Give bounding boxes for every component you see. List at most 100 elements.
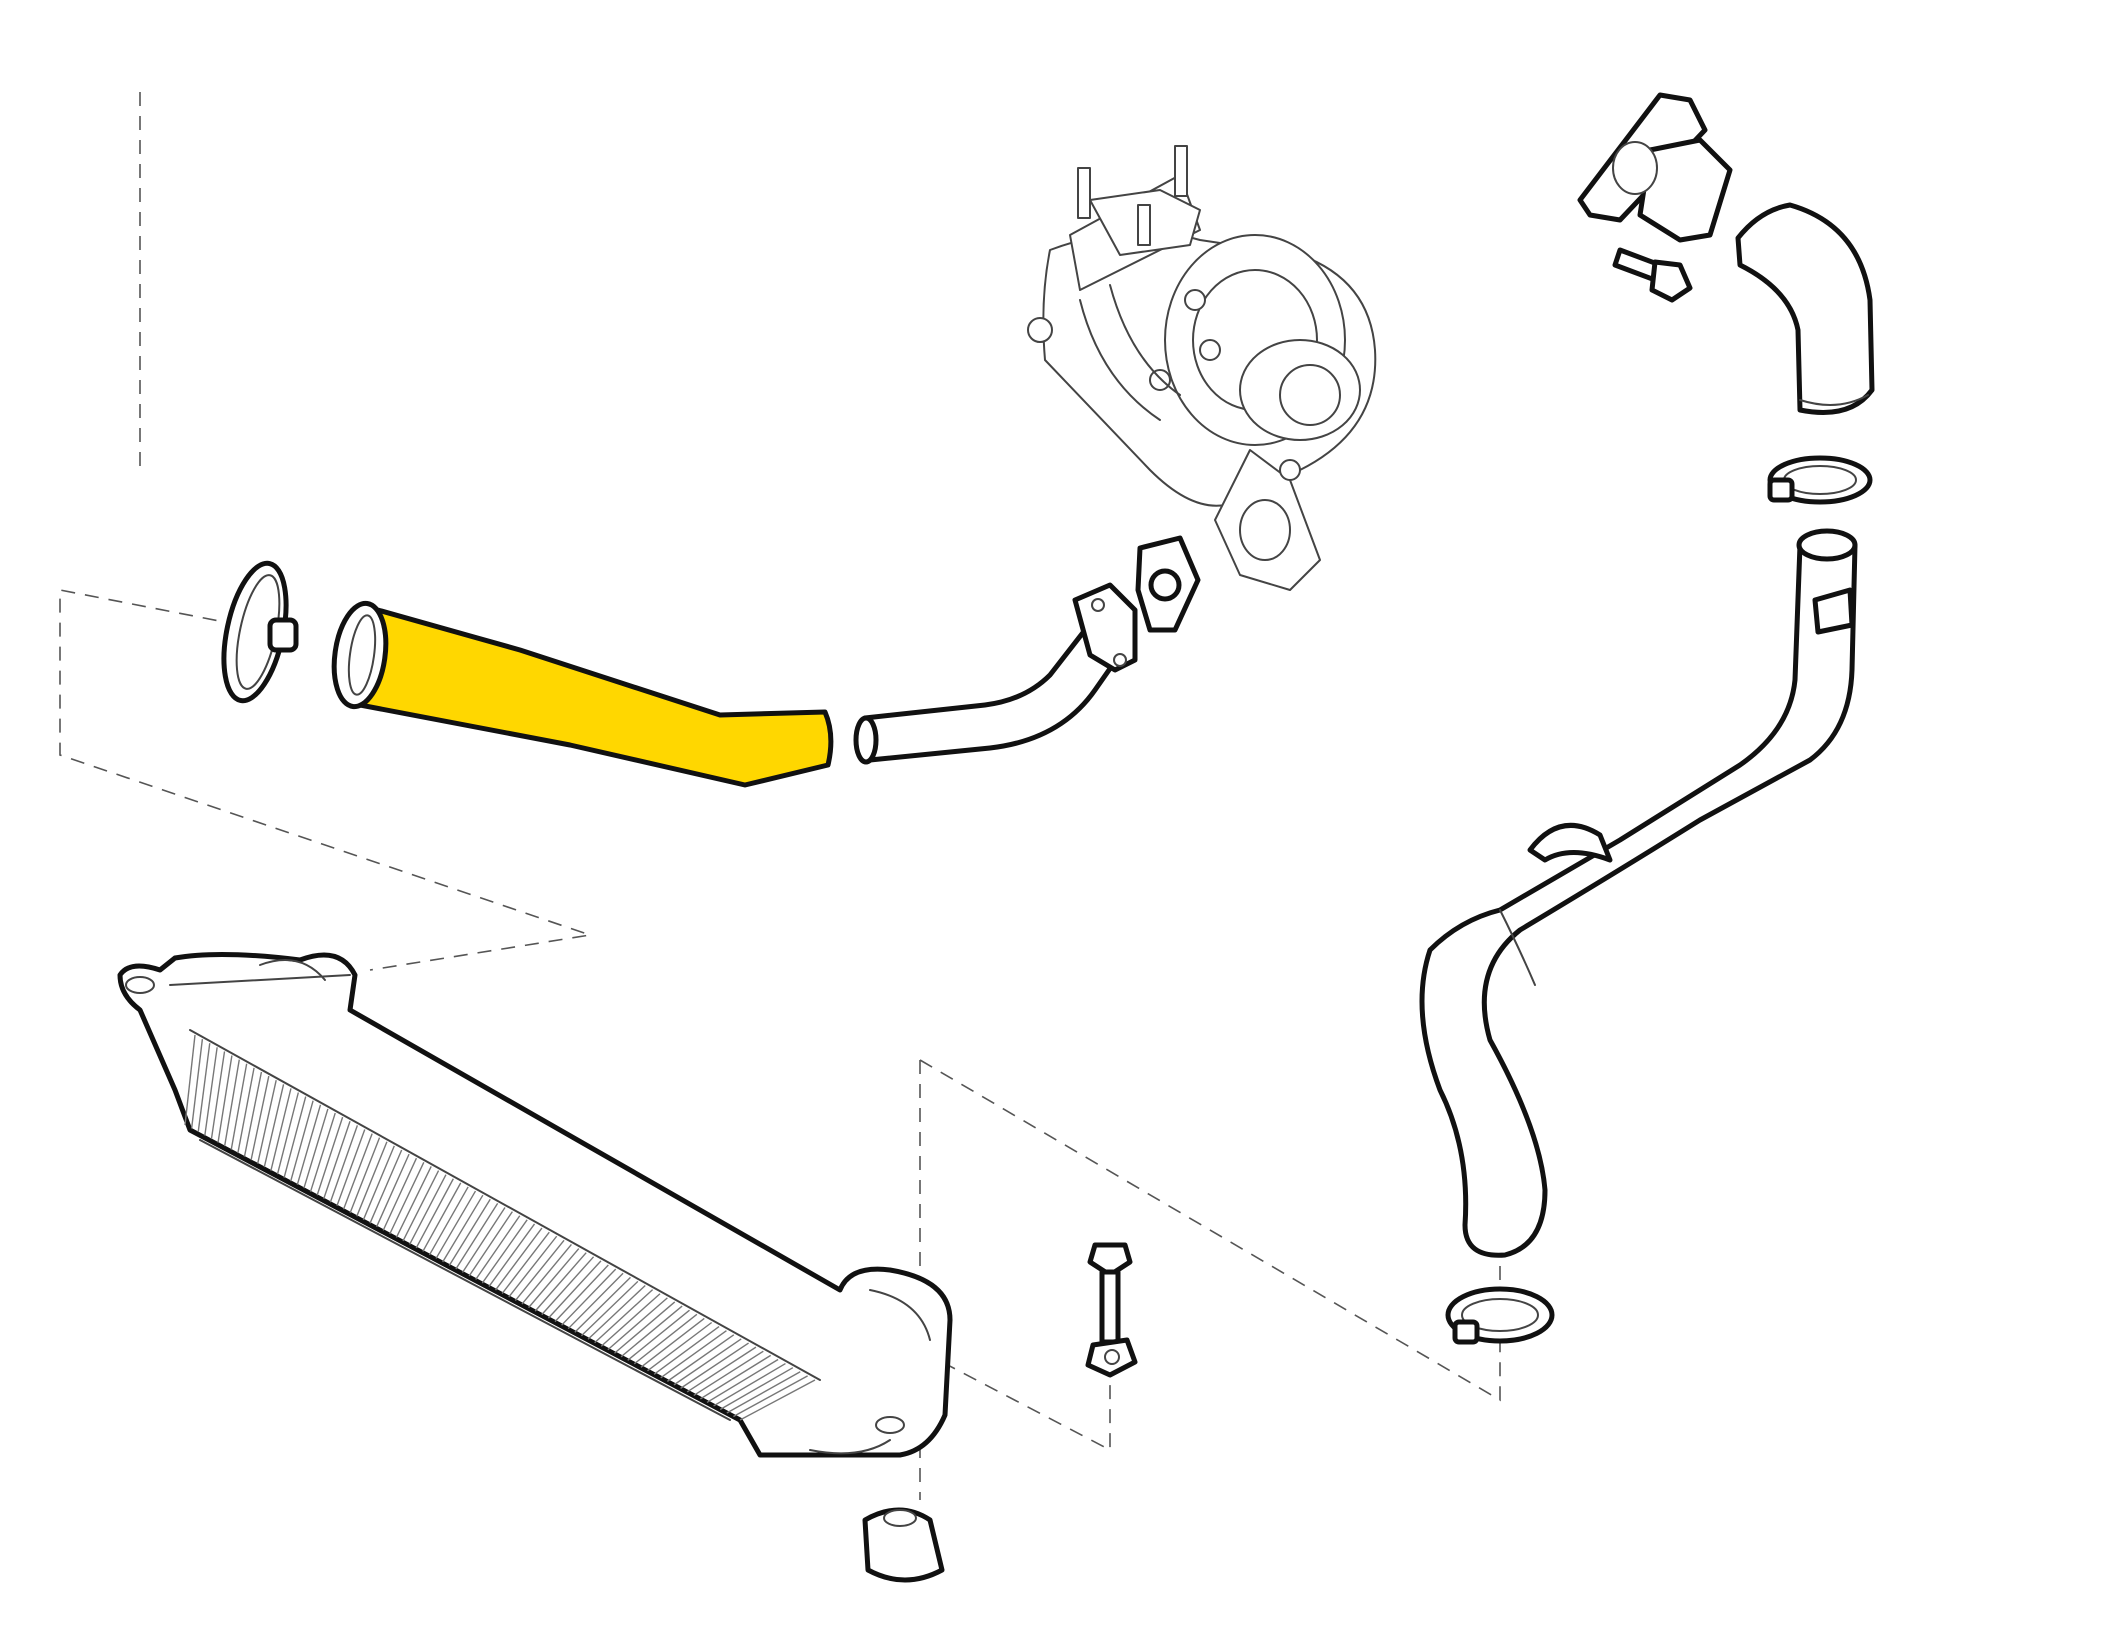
intercooler-fin	[468, 1211, 513, 1277]
turbo-outlet-pipe[interactable]	[853, 582, 1138, 765]
intercooler-fin	[521, 1244, 572, 1305]
intercooler-fin	[190, 1039, 204, 1129]
intercooler-fin	[276, 1092, 300, 1175]
intercooler-fin	[607, 1297, 668, 1351]
hose-clamp-right-upper[interactable]	[1767, 455, 1873, 505]
intercooler-fin	[580, 1280, 639, 1337]
intercooler-fin	[719, 1367, 794, 1411]
intercooler-fin	[699, 1354, 772, 1400]
intercooler-fins	[184, 1034, 816, 1421]
intercooler-fin	[620, 1305, 683, 1358]
intercooler-fin	[587, 1285, 646, 1340]
intercooler-fin	[375, 1153, 410, 1228]
intercooler-fin	[706, 1358, 779, 1404]
intercooler-fin	[713, 1362, 786, 1407]
intercooler-fin	[415, 1178, 454, 1249]
intercooler-fin	[614, 1301, 676, 1354]
intercooler-fin	[356, 1141, 388, 1217]
intercooler-fin	[600, 1293, 661, 1347]
intercooler-fin	[686, 1346, 757, 1393]
intercooler-fin	[362, 1145, 395, 1221]
nut-mount[interactable]	[1085, 1337, 1138, 1378]
intercooler-fin	[554, 1264, 609, 1323]
intercooler-fin	[488, 1223, 536, 1287]
intercooler-fin	[508, 1235, 558, 1298]
intercooler-fin	[389, 1162, 425, 1235]
intercooler-fin	[528, 1248, 580, 1309]
intercooler-fin	[230, 1063, 248, 1150]
intercooler-fin	[435, 1190, 477, 1259]
intercooler-fin	[567, 1272, 624, 1330]
intercooler-fin	[256, 1080, 277, 1164]
intercooler-fin	[673, 1338, 742, 1386]
intercooler-fin	[660, 1330, 727, 1379]
intercooler-fin	[210, 1051, 226, 1140]
hose-clamp-left[interactable]	[213, 558, 299, 707]
intercooler-fin	[197, 1043, 211, 1133]
intercooler-fin	[217, 1055, 233, 1143]
intercooler-fin	[270, 1088, 292, 1171]
turbocharger	[1027, 145, 1377, 591]
intercooler-fin	[323, 1121, 351, 1199]
intercooler-fin	[316, 1116, 344, 1196]
intercooler-fin	[283, 1096, 307, 1178]
intercooler-fin	[561, 1268, 617, 1326]
intercooler-fin	[514, 1239, 565, 1302]
intercooler-fin	[534, 1252, 587, 1312]
intercooler-fin	[627, 1309, 690, 1361]
highlighted-intake-hose[interactable]	[328, 600, 834, 788]
intercooler-fin	[250, 1075, 270, 1161]
hose-clamp-right-lower[interactable]	[1445, 1286, 1555, 1345]
intercooler-fin	[296, 1104, 322, 1185]
intercooler-fin	[243, 1071, 263, 1157]
intercooler-fin	[541, 1256, 595, 1316]
intercooler[interactable]	[117, 951, 953, 1458]
intercooler-fin	[442, 1194, 484, 1263]
intercooler-fin	[726, 1371, 801, 1414]
intercooler-fin	[693, 1350, 764, 1397]
intercooler-fin	[382, 1157, 418, 1231]
intercooler-fin	[237, 1067, 255, 1154]
intercooler-fin	[547, 1260, 602, 1319]
intercooler-fin	[647, 1321, 713, 1372]
intercooler-fin	[653, 1326, 720, 1375]
intercooler-fin	[574, 1276, 631, 1333]
intercooler-fin	[666, 1334, 735, 1382]
intercooler-fin	[204, 1047, 218, 1136]
outlet-pipe[interactable]	[1419, 528, 1858, 1258]
intercooler-fin	[309, 1112, 336, 1192]
intercooler-fin	[461, 1207, 506, 1273]
intercooler-fin	[501, 1231, 550, 1294]
intercooler-fin	[475, 1215, 521, 1280]
intercooler-fin	[594, 1289, 654, 1344]
intercooler-fin	[455, 1203, 499, 1270]
intercooler-fin	[349, 1137, 381, 1214]
intercooler-fin	[329, 1125, 359, 1203]
intercooler-fin	[739, 1379, 816, 1421]
elbow-hose-upper[interactable]	[1735, 202, 1875, 415]
intercooler-fin	[369, 1149, 403, 1224]
gasket[interactable]	[1135, 535, 1201, 633]
intercooler-fin	[448, 1198, 491, 1266]
rubber-mount[interactable]	[862, 1507, 945, 1583]
thermostat-flange[interactable]	[1577, 92, 1733, 243]
intercooler-fin	[263, 1084, 285, 1168]
intercooler-fin	[633, 1313, 698, 1365]
intercooler-fin	[494, 1227, 543, 1291]
intercooler-fin	[223, 1059, 240, 1147]
intercooler-fin	[290, 1100, 314, 1182]
intercooler-fin	[481, 1219, 528, 1284]
intercooler-fin	[422, 1182, 462, 1252]
intercooler-fin	[409, 1174, 447, 1245]
bolt-upper[interactable]	[1612, 247, 1693, 303]
bolt-mount[interactable]	[1087, 1242, 1133, 1345]
intercooler-fin	[342, 1133, 373, 1210]
intercooler-fin	[395, 1166, 432, 1238]
intercooler-fin	[428, 1186, 469, 1256]
intercooler-fin	[336, 1129, 366, 1207]
intercooler-fin	[680, 1342, 749, 1389]
intercooler-fin	[184, 1034, 196, 1126]
intercooler-fin	[733, 1375, 808, 1418]
intercooler-fin	[402, 1170, 440, 1242]
